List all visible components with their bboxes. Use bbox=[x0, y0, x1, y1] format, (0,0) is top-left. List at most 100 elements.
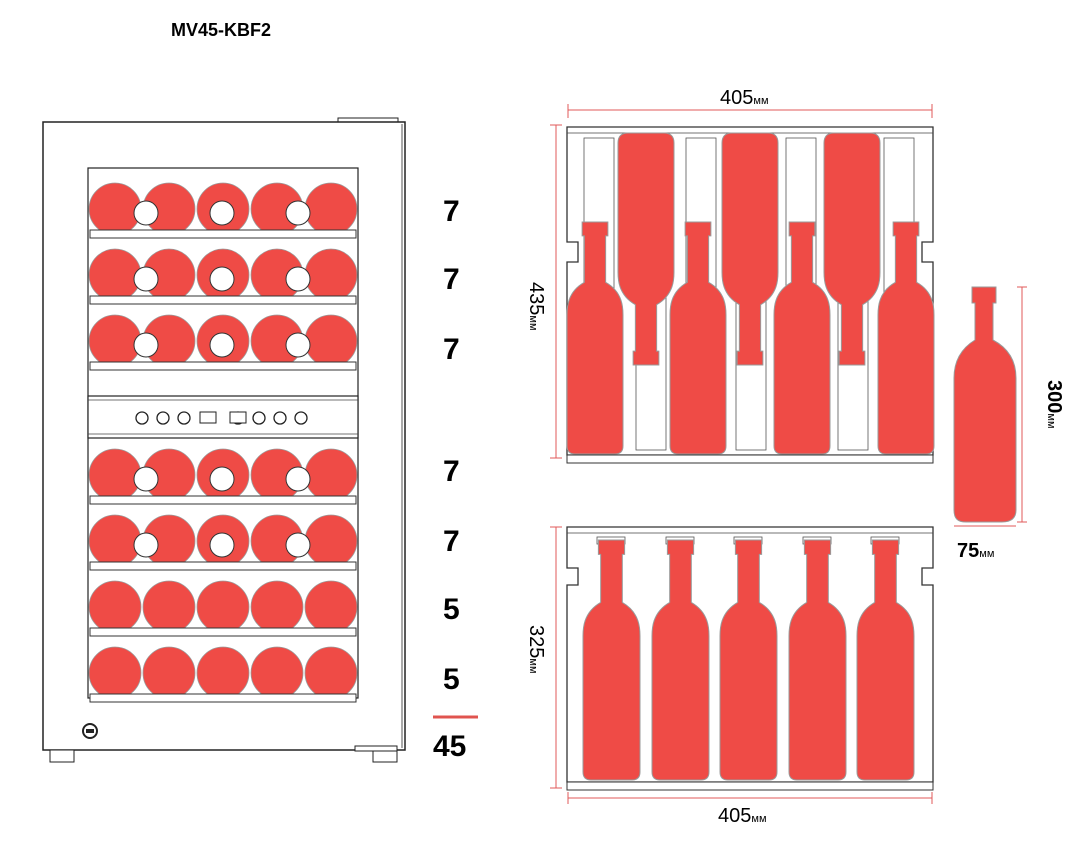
bottle-end bbox=[304, 448, 358, 502]
bottle-neck bbox=[209, 466, 235, 492]
bottle-end bbox=[88, 248, 142, 302]
bottle-neck bbox=[133, 200, 159, 226]
shelf-rail bbox=[89, 693, 357, 703]
shelf-front-rail-bottom bbox=[566, 781, 934, 791]
panel-button bbox=[273, 411, 287, 425]
dim-bottle-diameter-text: 75мм bbox=[957, 540, 994, 562]
panel-display bbox=[199, 411, 217, 424]
dim-bottom-width-text: 405мм bbox=[718, 805, 767, 827]
panel-button bbox=[135, 411, 149, 425]
bottle-end bbox=[250, 580, 304, 634]
dim-bottom-depth-text: 325мм bbox=[525, 625, 547, 674]
shelf-count-5: 7 bbox=[443, 525, 460, 558]
shelf-count-3: 7 bbox=[443, 333, 460, 366]
bottle-upright bbox=[877, 221, 935, 455]
foot-right bbox=[372, 749, 398, 763]
shelf-rail bbox=[89, 295, 357, 305]
panel-button bbox=[177, 411, 191, 425]
dim-bottle-height-text: 300мм bbox=[1043, 380, 1065, 429]
bottle-upright bbox=[566, 221, 624, 455]
shelf-count-6: 5 bbox=[443, 593, 460, 626]
shelf-rail bbox=[89, 361, 357, 371]
bottle-neck bbox=[285, 200, 311, 226]
bottle-upright bbox=[856, 539, 915, 781]
panel-display bbox=[229, 411, 247, 424]
shelf-rail bbox=[89, 229, 357, 239]
fridge-shelf bbox=[88, 514, 358, 571]
bottle-end bbox=[88, 448, 142, 502]
shelf-top-view-single-row bbox=[566, 526, 934, 791]
shelf-count-1: 7 bbox=[443, 195, 460, 228]
model-label: MV45-KBF2 bbox=[171, 20, 271, 40]
dimension-top-width: 405мм bbox=[567, 87, 933, 118]
bottle-end bbox=[196, 580, 250, 634]
bottle-end bbox=[304, 248, 358, 302]
fridge-front-view bbox=[42, 117, 406, 763]
bottle-end bbox=[304, 646, 358, 700]
bottle-neck bbox=[285, 332, 311, 358]
foot-left bbox=[49, 749, 75, 763]
bottle-inverted bbox=[721, 132, 779, 366]
bottle-upright bbox=[719, 539, 778, 781]
lock-icon bbox=[82, 723, 98, 739]
fridge-shelf bbox=[88, 448, 358, 505]
bottle-upright bbox=[582, 539, 641, 781]
shelf-rail bbox=[89, 495, 357, 505]
dim-top-width-text: 405мм bbox=[720, 87, 769, 109]
bottle-neck bbox=[133, 466, 159, 492]
panel-button bbox=[294, 411, 308, 425]
fridge-shelf bbox=[88, 182, 358, 239]
bottle-end bbox=[304, 314, 358, 368]
bottle-end bbox=[304, 580, 358, 634]
bottle-neck bbox=[209, 200, 235, 226]
reference-bottle bbox=[953, 286, 1017, 523]
bottle-neck bbox=[133, 266, 159, 292]
shelf-count-7: 5 bbox=[443, 663, 460, 696]
bottle-neck bbox=[285, 532, 311, 558]
bottle-end bbox=[88, 580, 142, 634]
fridge-shelf bbox=[88, 580, 358, 637]
bottle-inverted bbox=[823, 132, 881, 366]
bottle-neck bbox=[133, 332, 159, 358]
bottle-end bbox=[304, 514, 358, 568]
control-panel bbox=[87, 395, 359, 439]
bottle-neck bbox=[133, 532, 159, 558]
bottle-inverted bbox=[617, 132, 675, 366]
bottle-neck bbox=[285, 466, 311, 492]
bottle-end bbox=[250, 646, 304, 700]
bottom-hinge bbox=[354, 745, 398, 752]
bottle-neck bbox=[209, 532, 235, 558]
panel-button bbox=[252, 411, 266, 425]
total-count: 45 bbox=[433, 730, 466, 763]
bottle-neck bbox=[209, 332, 235, 358]
bottle-end bbox=[88, 182, 142, 236]
fridge-shelf bbox=[88, 314, 358, 371]
bottle-neck bbox=[209, 266, 235, 292]
bottle-end bbox=[88, 314, 142, 368]
dimension-bottle-diameter: 75мм bbox=[954, 525, 1016, 562]
bottle-end bbox=[88, 646, 142, 700]
shelf-top-view-staggered bbox=[566, 126, 935, 464]
bottle-upright bbox=[669, 221, 727, 455]
shelf-rail bbox=[89, 627, 357, 637]
bottle-upright bbox=[788, 539, 847, 781]
shelf-front-rail-top bbox=[566, 454, 934, 464]
fridge-shelf bbox=[88, 646, 358, 703]
shelf-rail bbox=[89, 561, 357, 571]
bottle-end bbox=[142, 646, 196, 700]
bottle-end bbox=[304, 182, 358, 236]
bottle-neck bbox=[285, 266, 311, 292]
bottle-upright bbox=[651, 539, 710, 781]
dim-top-depth-text: 435мм bbox=[525, 282, 547, 331]
shelf-counts: 7 7 7 7 7 5 5 45 bbox=[433, 195, 478, 763]
dimension-bottom-width: 405мм bbox=[567, 792, 933, 827]
fridge-shelf bbox=[88, 248, 358, 305]
dimension-top-depth: 435мм bbox=[525, 124, 562, 459]
shelf-count-2: 7 bbox=[443, 263, 460, 296]
bottle-end bbox=[142, 580, 196, 634]
shelf-count-4: 7 bbox=[443, 455, 460, 488]
bottle-end bbox=[196, 646, 250, 700]
dimension-bottom-depth: 325мм bbox=[525, 526, 562, 789]
dimension-bottle-height: 300мм bbox=[1017, 286, 1065, 523]
